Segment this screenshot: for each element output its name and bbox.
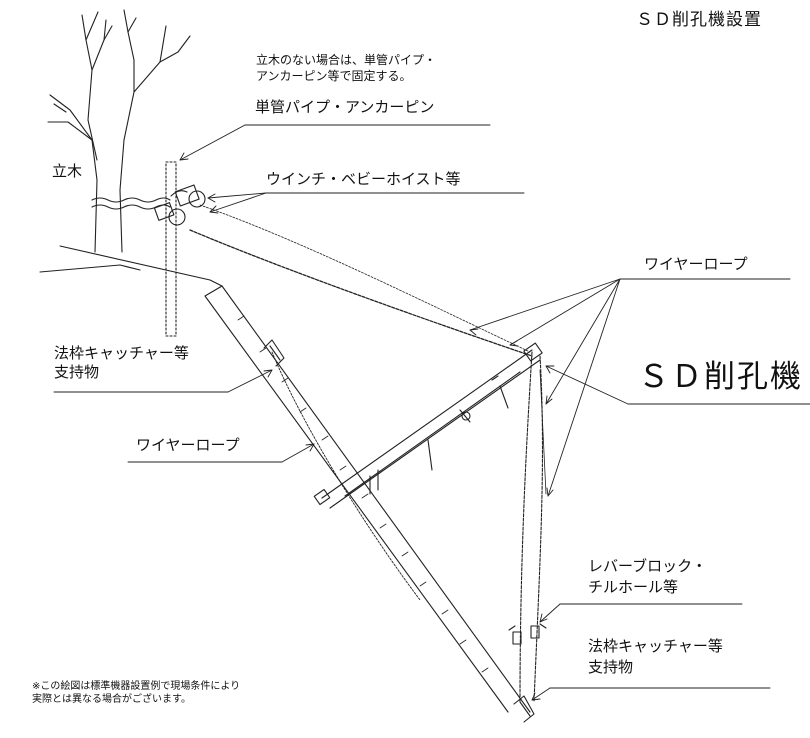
title-top: ＳＤ削孔機設置 — [636, 10, 762, 30]
wire-rope-vertical-2 — [533, 355, 544, 703]
leader-lines — [53, 124, 810, 701]
wire-rope-winch — [189, 229, 533, 357]
label-catcher-left: 法枠キャッチャー等 支持物 — [54, 344, 189, 382]
label-catcher-right-line: 支持物 — [588, 658, 634, 676]
frame-catcher-upper — [263, 339, 285, 367]
label-lever-block-line: チルホール等 — [588, 578, 679, 596]
slope-ground — [39, 245, 531, 713]
anchor-note: 立木のない場合は、単管パイプ・ アンカーピン等で固定する。 — [256, 52, 436, 84]
label-catcher-left-line: 支持物 — [54, 363, 100, 381]
anchor-note-line: アンカーピン等で固定する。 — [256, 69, 412, 83]
standing-tree — [47, 9, 191, 253]
winch — [153, 184, 206, 226]
wire-rope-slope-left — [271, 351, 421, 601]
wire-rope-vertical-1 — [519, 351, 533, 703]
label-winch: ウインチ・ベビーホイスト等 — [266, 170, 461, 188]
label-wire-rope-right: ワイヤーロープ — [644, 255, 748, 273]
frame-catcher-lower — [513, 695, 535, 723]
wire-rope-winch-2 — [199, 204, 531, 353]
label-tree: 立木 — [52, 162, 83, 180]
wire-rope-vertical-3 — [539, 369, 547, 495]
anchor-pipe — [165, 161, 177, 337]
label-anchor-pipe: 単管パイプ・アンカーピン — [255, 98, 435, 116]
label-wire-rope-left: ワイヤーロープ — [136, 436, 240, 454]
sd-drilling-machine — [313, 342, 543, 509]
label-catcher-right: 法枠キャッチャー等 支持物 — [588, 636, 723, 678]
label-catcher-right-line: 法枠キャッチャー等 — [588, 637, 723, 655]
label-catcher-left-line: 法枠キャッチャー等 — [54, 344, 189, 362]
footnote: ※この絵図は標準機器設置例で現場条件により 実際とは異なる場合がございます。 — [32, 680, 240, 706]
lever-block — [508, 623, 547, 645]
label-lever-block-line: レバーブロック・ — [588, 557, 707, 575]
footnote-line: 実際とは異なる場合がございます。 — [32, 694, 191, 705]
label-lever-block: レバーブロック・ チルホール等 — [588, 556, 707, 598]
anchor-note-line: 立木のない場合は、単管パイプ・ — [256, 53, 437, 67]
footnote-line: ※この絵図は標準機器設置例で現場条件により — [32, 681, 241, 692]
machine-title: ＳＤ削孔機 — [638, 359, 803, 395]
